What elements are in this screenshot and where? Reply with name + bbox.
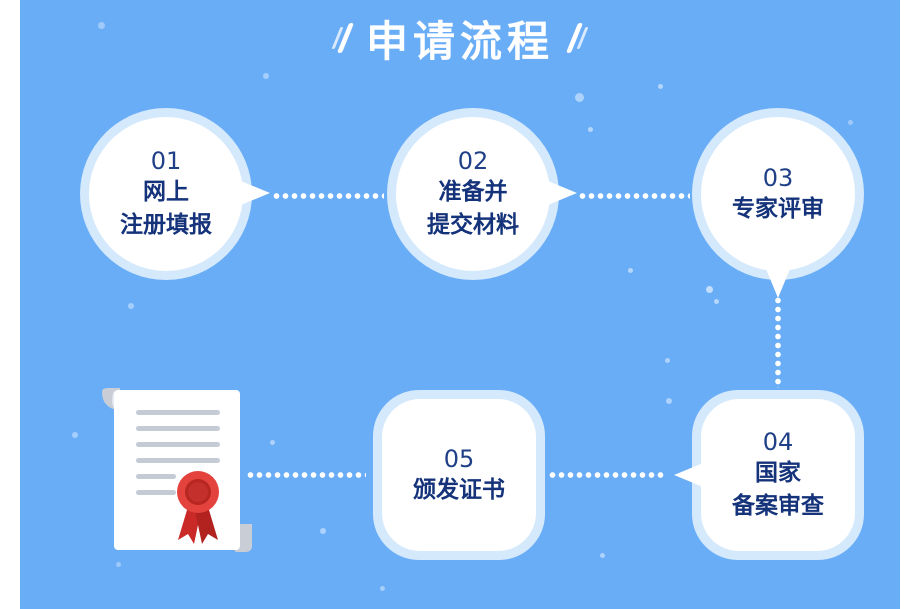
step-02: 02 准备并 提交材料 [387, 108, 577, 280]
bg-dot [714, 299, 719, 304]
bg-dot [128, 303, 134, 309]
page-title: 申请流程 [365, 16, 554, 66]
step-bubble: 01 网上 注册填报 [89, 117, 243, 271]
step-number: 02 [457, 147, 489, 175]
step-bubble: 03 专家评审 [701, 117, 855, 271]
step-label-line1: 网上 [143, 179, 189, 205]
step-04: 04 国家 备案审查 [674, 390, 864, 560]
title-bar: 申请流程 [20, 8, 900, 68]
title-left-slashes-icon [331, 18, 355, 58]
process-panel: 申请流程 01 网上 注册填报 02 准备并 提交材料 03 专家评审 [20, 0, 900, 609]
bg-dot [588, 127, 593, 132]
bg-dot [706, 286, 713, 293]
step-label-line1: 颁发证书 [413, 476, 505, 503]
step-label-line1: 国家 [755, 460, 801, 486]
title-right-slashes-icon [565, 18, 589, 58]
bg-dot [665, 358, 670, 363]
bg-dot [263, 73, 269, 79]
bg-dot [270, 440, 275, 445]
bg-dot [600, 553, 605, 558]
connector-dots [246, 472, 366, 478]
step-number: 05 [443, 444, 475, 473]
connector-dots [548, 472, 666, 478]
bg-dot [628, 268, 633, 273]
connector-dots [272, 193, 384, 199]
step-label-line2: 提交材料 [427, 212, 519, 238]
step-bubble: 02 准备并 提交材料 [396, 117, 550, 271]
bg-dot [116, 562, 121, 567]
bg-dot [380, 586, 385, 591]
step-label-line1: 专家评审 [732, 195, 824, 222]
step-label-line1: 准备并 [438, 179, 508, 205]
certificate-icon [102, 388, 252, 552]
step-bubble: 05 颁发证书 [382, 399, 536, 551]
bg-dot [575, 93, 584, 102]
bg-dot [98, 22, 105, 29]
connector-dots [578, 193, 690, 199]
step-label-line2: 备案审查 [732, 493, 824, 519]
bg-dot [320, 528, 326, 534]
step-label-line2: 注册填报 [120, 212, 212, 238]
step-number: 03 [762, 163, 794, 192]
step-05: 05 颁发证书 [373, 390, 545, 560]
step-bubble: 04 国家 备案审查 [701, 399, 855, 551]
step-01: 01 网上 注册填报 [80, 108, 270, 280]
connector-dots [775, 296, 781, 388]
step-03: 03 专家评审 [692, 108, 864, 298]
bg-dot [848, 120, 853, 125]
step-number: 04 [762, 428, 794, 456]
bg-dot [72, 432, 78, 438]
bg-dot [666, 398, 672, 404]
step-number: 01 [150, 147, 182, 175]
bg-dot [658, 84, 663, 89]
